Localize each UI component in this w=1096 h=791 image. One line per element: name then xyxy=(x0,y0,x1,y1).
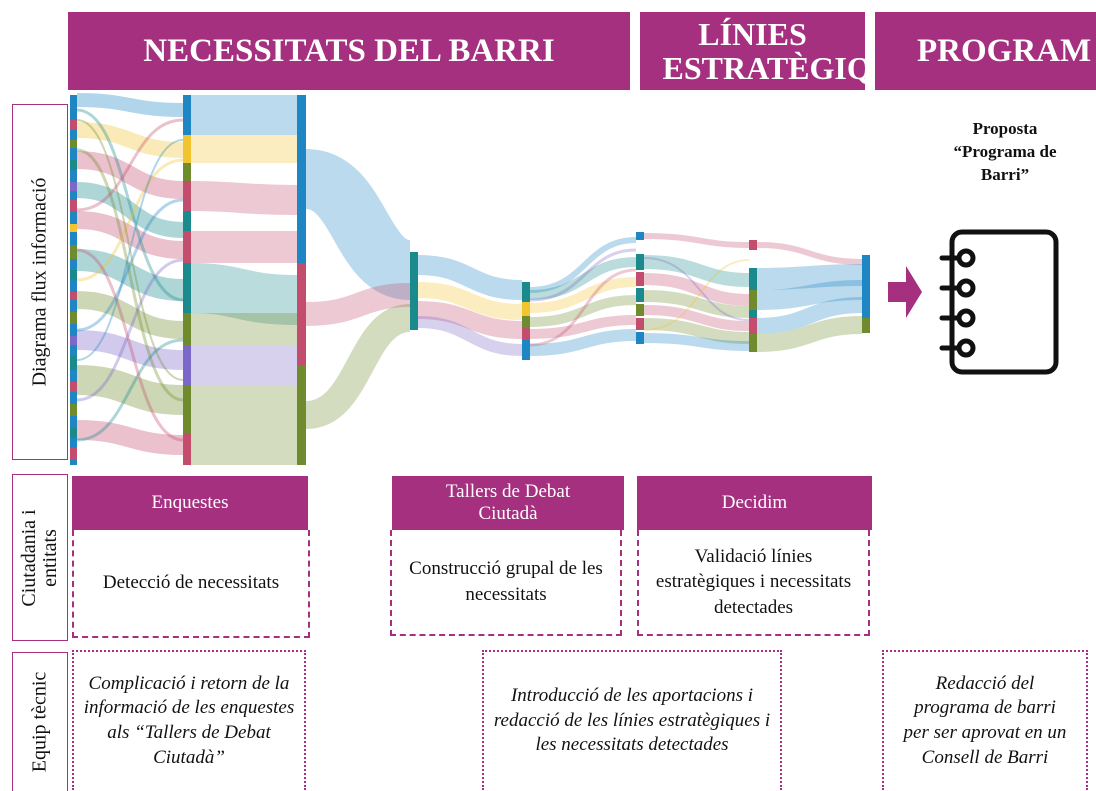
stage-decidim: Decidim xyxy=(637,476,872,530)
stage5-nodes xyxy=(522,282,530,360)
stage7-nodes xyxy=(749,240,757,352)
row-label-ciutadania: Ciutadania i entitats xyxy=(12,474,68,641)
row-label-equip: Equip tècnic xyxy=(12,652,68,791)
flows-stage5 xyxy=(529,237,637,356)
header-necessitats: NECESSITATS DEL BARRI xyxy=(68,12,630,90)
task-deteccio: Detecció de necessitats xyxy=(72,530,310,638)
header-linies-text: LÍNIES ESTRATÈGIQ xyxy=(662,16,866,86)
task-validacio: Validació línies estratègiques i necessi… xyxy=(637,530,870,636)
row-label-diagrama: Diagrama flux informació xyxy=(12,104,68,460)
stage-tallers: Tallers de Debat Ciutadà xyxy=(392,476,624,530)
stage-enquestes: Enquestes xyxy=(72,476,308,530)
tech-complicacio: Complicació i retorn de la informació de… xyxy=(72,650,306,790)
flows-stage6 xyxy=(643,233,750,351)
flows-stage3 xyxy=(302,149,414,429)
tallers-node xyxy=(410,252,418,330)
flows-stage4 xyxy=(417,255,523,356)
final-node xyxy=(862,255,870,333)
flows-stage2 xyxy=(190,95,298,465)
header-linies: LÍNIES ESTRATÈGIQ xyxy=(640,12,865,90)
stage3-nodes xyxy=(297,95,306,465)
stage2-nodes xyxy=(183,95,191,465)
proposta-label: Proposta “Programa de Barri” xyxy=(953,119,1057,184)
flows-stage1 xyxy=(76,93,184,455)
stage6-nodes xyxy=(636,232,644,344)
task-construccio: Construcció grupal de les necessitats xyxy=(390,530,622,636)
source-nodes-column xyxy=(70,95,77,465)
flows-stage7 xyxy=(756,242,863,352)
notebook-icon xyxy=(939,229,1059,375)
arrow-right-icon xyxy=(888,266,922,318)
tech-redaccio: Redacció del programa de barri per ser a… xyxy=(882,650,1088,790)
header-programa: PROGRAM xyxy=(875,12,1096,90)
tech-introduccio: Introducció de les aportacions i redacci… xyxy=(482,650,782,790)
